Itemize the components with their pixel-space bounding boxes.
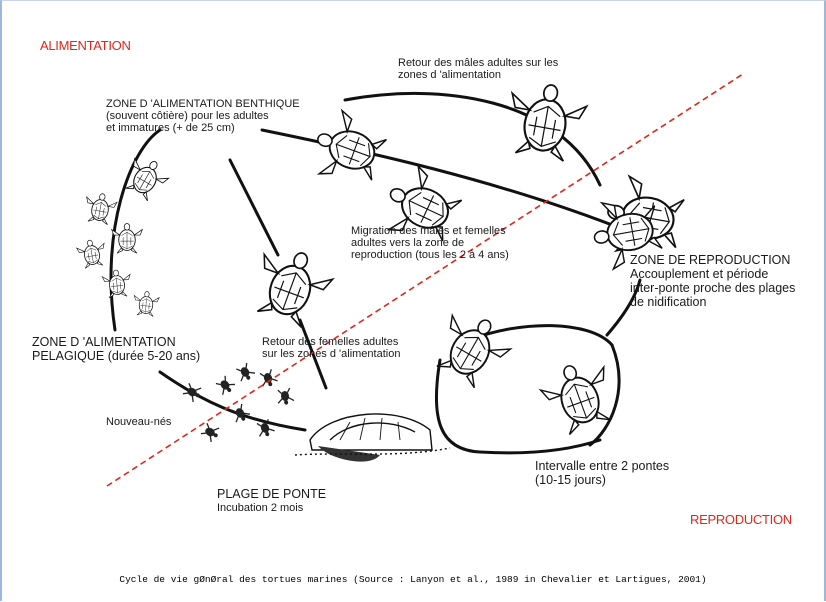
intervalle-label: Intervalle entre 2 pontes(10-15 jours) (535, 459, 669, 487)
alimentation-heading: ALIMENTATION (40, 40, 131, 52)
figure-caption: Cycle de vie gØnØral des tortues marines… (0, 574, 826, 585)
zone-benthique-label: ZONE D 'ALIMENTATION BENTHIQUE(souvent c… (106, 98, 300, 134)
nesting-turtle (295, 414, 450, 462)
reproduction-heading: REPRODUCTION (690, 514, 792, 526)
hatchlings (182, 362, 294, 443)
nouveau-nes-label: Nouveau-nés (106, 416, 171, 428)
